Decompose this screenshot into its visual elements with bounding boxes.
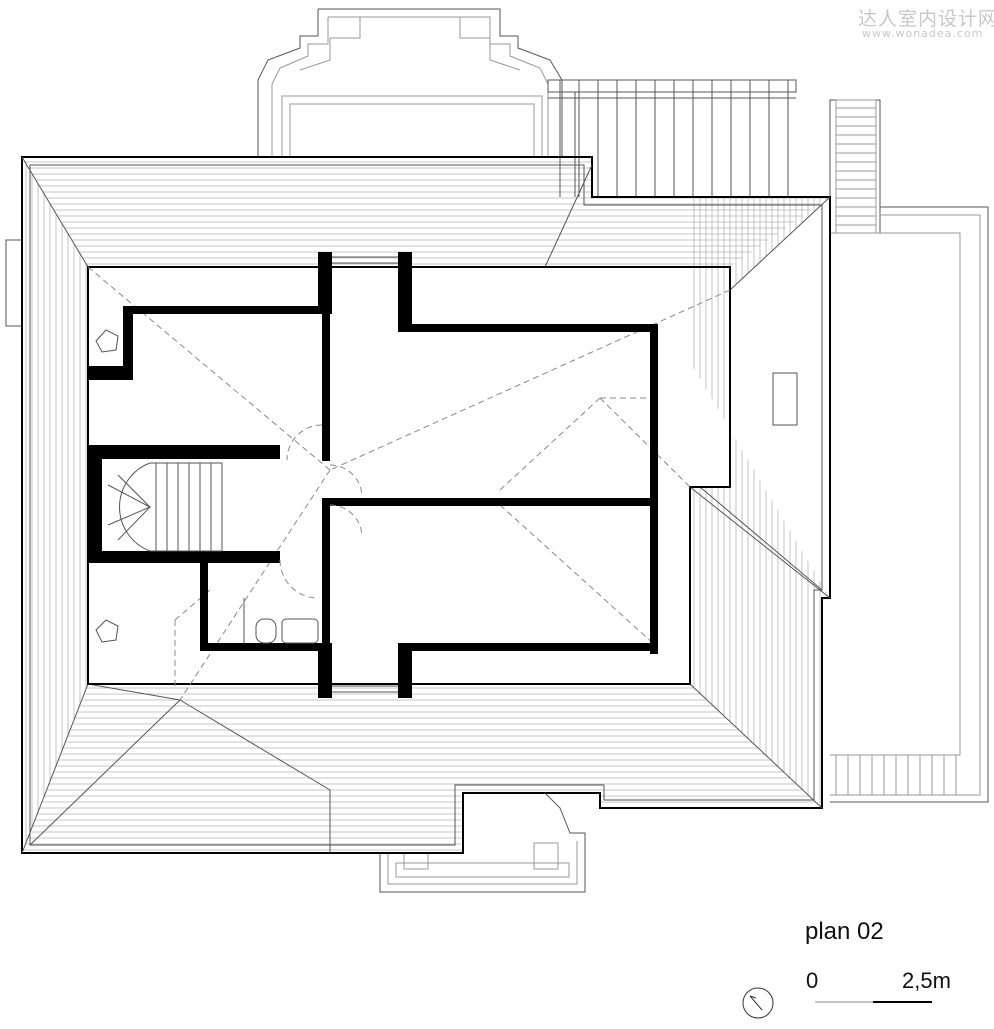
chimney-lower <box>95 619 119 643</box>
chimney-upper <box>95 329 119 353</box>
exterior-stair <box>829 99 881 234</box>
top-bay-balcony <box>257 8 563 158</box>
window-openings <box>332 256 798 693</box>
watermark-url: www.wonadea.com <box>862 27 984 40</box>
roof-hatching <box>22 157 830 853</box>
interior-stair <box>107 462 223 552</box>
scale-zero-label: 0 <box>806 968 819 993</box>
scale-max-label: 2,5m <box>902 968 951 993</box>
pergola <box>547 79 797 197</box>
interior-walls <box>88 252 658 698</box>
bathroom-fixtures <box>243 598 319 644</box>
left-side-element <box>5 239 23 327</box>
plan-title: plan 02 <box>805 918 884 945</box>
hidden-ridge-lines <box>87 266 731 701</box>
door-swings <box>279 424 363 599</box>
bottom-entry <box>379 792 586 893</box>
roof-hip-lines <box>21 156 831 854</box>
upper-floor-outline <box>87 266 731 685</box>
right-terrace <box>830 206 989 803</box>
north-arrow-icon <box>742 987 774 1019</box>
watermark-site-name: 达人室内设计网 <box>858 8 994 30</box>
